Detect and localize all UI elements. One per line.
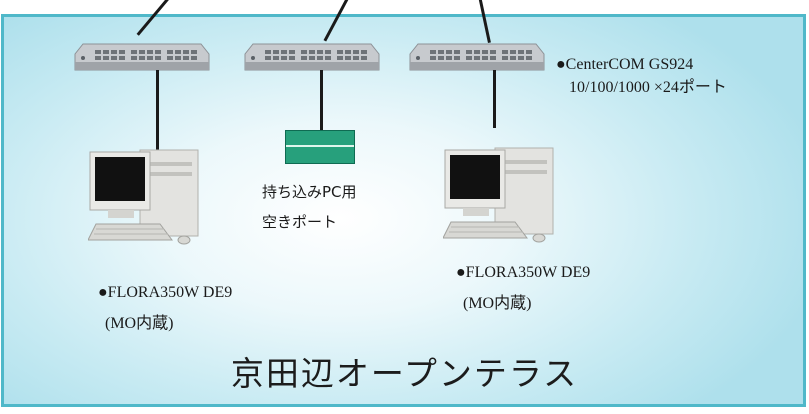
pc-right-detail-label: (MO内蔵)	[463, 295, 532, 312]
pc-left-detail-label: (MO内蔵)	[105, 315, 174, 332]
pc-left-model-label: ●FLORA350W DE9	[98, 284, 233, 301]
desktop-pc-left	[87, 148, 200, 253]
port-box-seam	[286, 145, 354, 147]
free-port-label-line1: 持ち込みPC用	[262, 183, 357, 201]
network-switch-left	[73, 40, 211, 78]
switch-model-label: ●CenterCOM GS924	[556, 56, 694, 73]
pc-right-model-label: ●FLORA350W DE9	[456, 264, 591, 281]
free-port-label-line2: 空きポート	[262, 213, 338, 231]
drop-cable-right	[493, 70, 496, 128]
drop-cable-center	[320, 70, 323, 131]
free-port-box	[285, 130, 355, 164]
desktop-pc-right	[442, 146, 555, 251]
network-switch-center	[243, 40, 381, 78]
switch-spec-label: 10/100/1000 ×24ポート	[569, 79, 727, 96]
network-switch-right	[408, 40, 546, 78]
room-title: 京田辺オープンテラス	[230, 354, 579, 393]
drop-cable-left	[156, 70, 159, 152]
